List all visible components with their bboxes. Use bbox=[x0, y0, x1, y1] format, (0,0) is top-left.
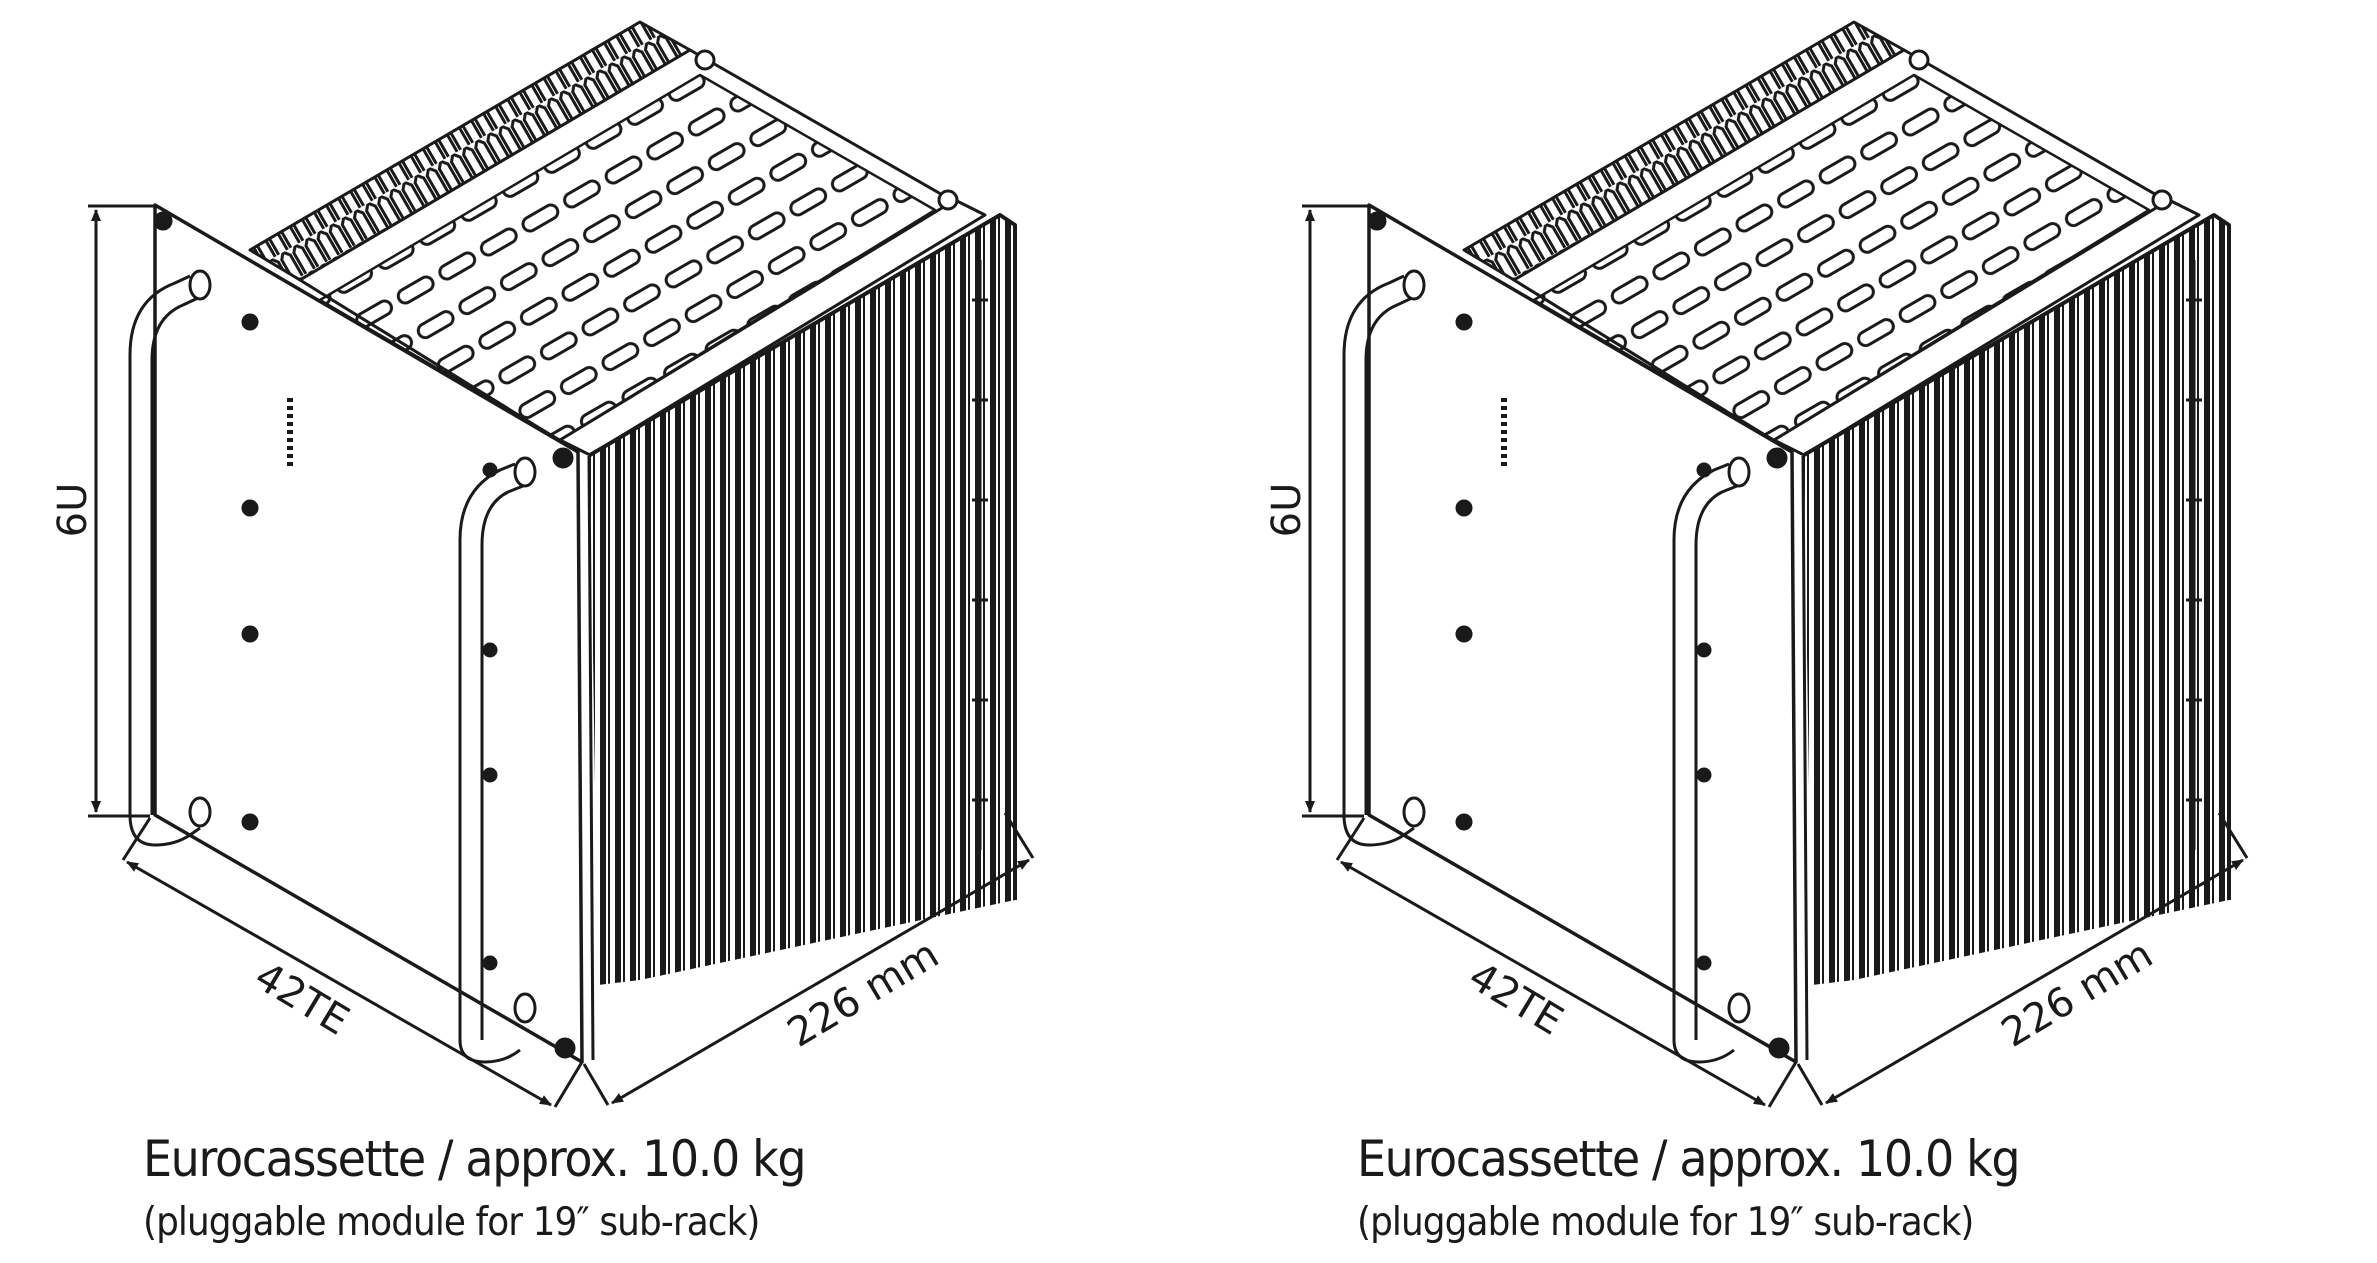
eurocassette-drawing: 6U 42TE 226 mm bbox=[1264, 20, 2249, 1108]
top-rail bbox=[1772, 198, 2201, 457]
caption-title: Eurocassette / approx. 10.0 kg bbox=[143, 1130, 807, 1188]
left-handle bbox=[1342, 274, 1405, 815]
caption-subtitle: (pluggable module for 19″ sub-rack) bbox=[143, 1200, 760, 1245]
caption-title: Eurocassette / approx. 10.0 kg bbox=[1357, 1130, 2021, 1188]
dim-42te-label: 42TE bbox=[1461, 953, 1571, 1044]
caption-subtitle: (pluggable module for 19″ sub-rack) bbox=[1357, 1200, 1974, 1245]
dim-226mm-label: 226 mm bbox=[780, 931, 947, 1056]
right-handle bbox=[1672, 462, 1730, 1040]
right-handle bbox=[458, 462, 516, 1040]
eurocassette-figure-right: 6U 42TE 226 mm Eurocassette / approx. 10… bbox=[1214, 0, 2377, 1263]
dim-42te-line bbox=[1340, 860, 1766, 1107]
heatsink-fins bbox=[590, 215, 1015, 985]
dim-6u-label: 6U bbox=[1264, 483, 1310, 538]
heatsink-fins bbox=[1804, 215, 2229, 985]
left-handle bbox=[128, 274, 191, 815]
eurocassette-figure-left: 6U 42TE 226 mm Eurocassette / approx. 10… bbox=[0, 0, 1188, 1263]
dim-6u-label: 6U bbox=[50, 483, 96, 538]
dim-226mm-line bbox=[1825, 858, 2244, 1105]
top-rail bbox=[558, 198, 987, 457]
dim-226mm-line bbox=[611, 858, 1030, 1105]
dim-42te-line bbox=[126, 860, 552, 1107]
dim-42te-label: 42TE bbox=[247, 953, 357, 1044]
dim-226mm-label: 226 mm bbox=[1994, 931, 2161, 1056]
eurocassette-drawing: 6U 42TE 226 mm bbox=[50, 20, 1035, 1108]
